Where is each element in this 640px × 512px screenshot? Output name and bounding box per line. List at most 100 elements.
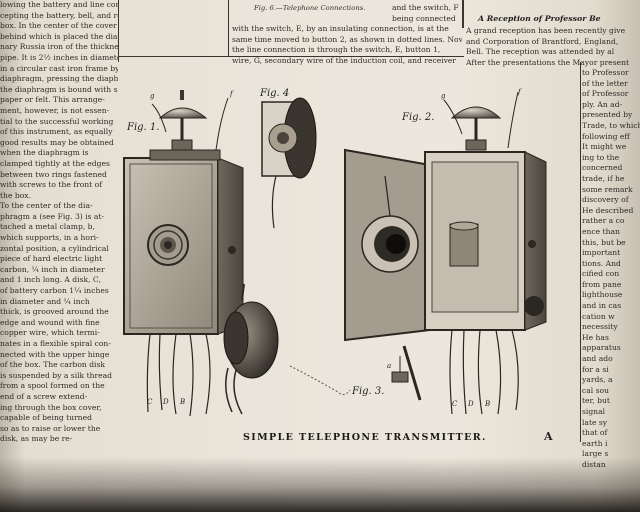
fig1-wire-d: D [163, 398, 169, 406]
article-text-line: nates in a flexible spiral con- [0, 339, 111, 348]
article-text-line: pipe. It is 2½ inches in diameter, and i… [0, 52, 118, 62]
article-text-line: piece of hard electric light [0, 254, 103, 264]
article-text-line: with the switch, E, by an insulating con… [232, 24, 449, 33]
article-text-line: discovery of [582, 195, 629, 205]
article-text-line: in diameter and ¼ inch [0, 296, 90, 306]
article-text-line: wire, G, secondary wire of the induction… [232, 55, 457, 65]
article-text-line: lighthouse [582, 290, 623, 300]
illustration-caption: SIMPLE TELEPHONE TRANSMITTER. [243, 432, 487, 443]
article-text-line: cal sou [582, 385, 609, 395]
fig1-g-label: g [150, 92, 155, 100]
article-text-line: from pane [582, 279, 622, 289]
fig1-wires [146, 333, 211, 417]
article-text-line: that of [582, 428, 608, 438]
article-text-line: the diaphragm is bound with soft [0, 84, 118, 94]
article-text-line: of the letter [582, 78, 628, 88]
article-text-line: the box. [0, 190, 31, 200]
article-text-line: nected with the upper hinge [0, 349, 110, 359]
article-text-line: necessity [582, 322, 618, 332]
article-text-line: ply. An ad- [582, 99, 623, 109]
column-rule-right-top [462, 0, 464, 28]
article-text-line: end of a screw extend- [0, 391, 88, 401]
fig1-f-label: f [230, 90, 233, 98]
article-text-line: of the box. The carbon disk [0, 360, 105, 370]
article-text-line: trade, if he [582, 173, 625, 183]
fig2-label: Fig. 2. [402, 112, 435, 123]
article-text-line: which supports, in a hori- [0, 233, 99, 243]
fig4-detail [261, 97, 317, 229]
article-text-line: Bell. The reception was attended by al [466, 47, 615, 57]
fig2-open-box [344, 91, 547, 342]
article-text-line: After the presentations the Mayor presen… [466, 57, 630, 67]
article-text-line: and the switch, F [392, 3, 459, 12]
article-text-line: earth i [582, 438, 608, 448]
middle-article-column: with the switch, E, by an insulating con… [232, 24, 462, 76]
article-text-line: in a circular cast iron frame by two spr… [0, 63, 118, 73]
reception-article-heading: A Reception of Professor Be [478, 14, 601, 23]
article-text-line: of this instrument, as equally [0, 127, 113, 137]
article-text-line: yards, a [582, 375, 613, 385]
telephone-connections-caption: Fig. 6.—Telephone Connections. [254, 4, 366, 12]
article-text-line: when the diaphragm is [0, 148, 89, 158]
fig1-wire-b: B [180, 398, 186, 406]
article-text-line: cepting the battery, bell, and receiver,… [0, 10, 118, 20]
article-text-line: to Professor [582, 68, 629, 77]
article-text-line: tions. And [582, 258, 621, 268]
article-text-line: ence than [582, 226, 620, 236]
fig2-wire-d: D [468, 400, 474, 408]
article-text-line: paper or felt. This arrange- [0, 95, 105, 105]
article-text-line: is suspended by a silk thread [0, 370, 113, 380]
article-text-line: ter, but [582, 396, 610, 406]
article-text-line: being connected [392, 13, 456, 23]
article-text-line: late sy [582, 417, 608, 427]
article-text-line: for a si [582, 364, 609, 374]
fig1-label: Fig. 1. [127, 122, 160, 133]
article-text-line: clamped tightly at the edges [0, 158, 110, 168]
column-rule-right [580, 62, 581, 442]
article-text-line: tached a metal clamp, b, [0, 222, 95, 232]
fig1-receiver [223, 283, 279, 415]
article-text-line: ing through the box cover, [0, 402, 102, 412]
article-text-line: between two rings fastened [0, 169, 107, 179]
fig3-part-a: a [387, 362, 392, 370]
left-article-column: lowing the battery and line connections.… [0, 0, 118, 445]
fig2-g-label: g [441, 92, 446, 100]
article-text-line: behind which is placed the diaphragm, co… [0, 31, 118, 41]
article-text-line: edge and wound with fine [0, 317, 100, 327]
article-text-line: copper wire, which termi- [0, 328, 100, 338]
article-text-line: cation w [582, 311, 615, 321]
fig2-f-label: f [518, 88, 521, 96]
article-text-line: and in cas [582, 301, 622, 311]
article-text-line: Trade, to which [582, 120, 640, 130]
article-text-line: capable of being turned [0, 413, 92, 423]
article-text-line: good results may be obtained [0, 137, 114, 147]
article-text-line: cified con [582, 269, 620, 279]
article-text-line: He described [582, 205, 634, 215]
article-text-line: To the center of the dia- [0, 201, 93, 211]
article-text-line: from a spool formed on the [0, 381, 105, 391]
article-text-line: some remark [582, 184, 633, 194]
article-text-line: phragm a (see Fig. 3) is at- [0, 211, 105, 221]
article-text-line: of Professor [582, 89, 629, 99]
article-text-line: and ado [582, 354, 613, 364]
fig2-wires [449, 329, 519, 415]
article-text-line: rather a co [582, 216, 625, 226]
fig2-wire-b: B [485, 400, 491, 408]
article-text-line: with screws to the front of [0, 180, 103, 190]
fig4-label: Fig. 4 [260, 88, 290, 99]
article-text-line: carbon, ¼ inch in diameter [0, 264, 105, 274]
fig3-label: Fig. 3. [352, 386, 385, 397]
article-text-line: He has [582, 332, 609, 342]
article-text-line: apparatus [582, 343, 621, 353]
article-text-line: ment, however, is not essen- [0, 105, 110, 115]
article-text-line: and Corporation of Brantford, England, [466, 36, 619, 46]
article-text-line: box. In the center of the cover is forme… [0, 21, 118, 31]
column-rule-mid [228, 0, 229, 56]
article-text-line: tial to the successful working [0, 116, 114, 126]
article-text-line: diaphragm, pressing the diaphragm. [0, 74, 118, 84]
fig3-detail [289, 345, 422, 401]
